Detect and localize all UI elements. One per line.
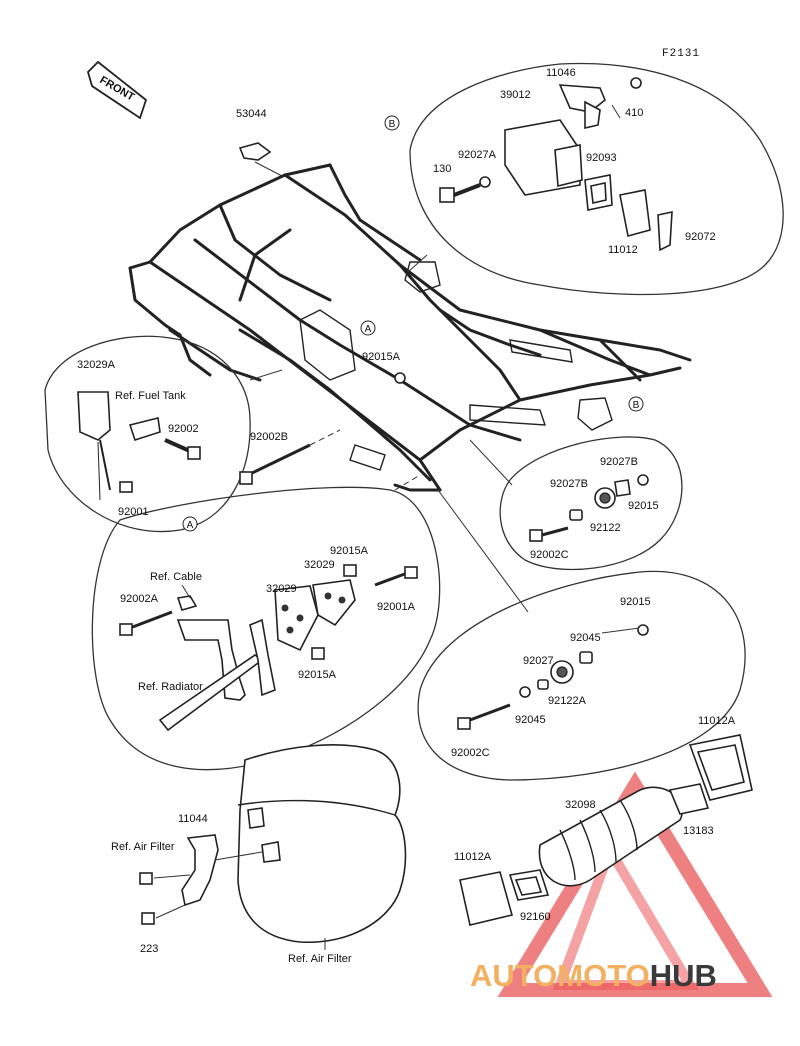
- part-92015A-frame: [394, 372, 406, 384]
- label-92122A: 92122A: [548, 695, 587, 707]
- lower-mount-callout: [417, 489, 746, 781]
- main-frame: [128, 163, 692, 492]
- label-92002C-1: 92002C: [530, 549, 569, 561]
- label-11044: 11044: [178, 813, 208, 825]
- label-92015A-2: 92015A: [330, 545, 369, 557]
- label-92015-2: 92015: [620, 596, 651, 608]
- label-32029-2: 32029: [266, 583, 297, 595]
- label-410: 410: [625, 107, 643, 119]
- label-ref-radiator: Ref. Radiator: [138, 681, 203, 693]
- intake-duct: [459, 734, 753, 926]
- label-92015A-1: 92015A: [362, 351, 401, 363]
- watermark-text: AUTOMOTOHUB: [470, 958, 800, 1008]
- label-92122: 92122: [590, 522, 621, 534]
- label-92015-1: 92015: [628, 500, 659, 512]
- group-marker-b-frame: B: [628, 396, 644, 412]
- label-ref-air-filter-2: Ref. Air Filter: [288, 953, 352, 965]
- label-39012: 39012: [500, 89, 531, 101]
- label-11012: 11012: [608, 244, 638, 256]
- label-32029-1: 32029: [304, 559, 335, 571]
- label-92027B-1: 92027B: [600, 456, 638, 468]
- part-11044: [139, 834, 263, 925]
- label-223: 223: [140, 943, 158, 955]
- part-92002B: [239, 429, 341, 485]
- label-11012A-2: 11012A: [454, 851, 492, 863]
- watermark-moto: MOTO: [557, 958, 650, 993]
- group-marker-a-frame: A: [360, 320, 376, 336]
- watermark-logo-icon: [497, 771, 773, 997]
- label-13183: 13183: [683, 825, 714, 837]
- label-ref-fuel-tank: Ref. Fuel Tank: [115, 390, 186, 402]
- label-92160: 92160: [520, 911, 551, 923]
- label-11012A-1: 11012A: [698, 715, 736, 727]
- label-92001: 92001: [118, 506, 149, 518]
- watermark-hub: HUB: [649, 958, 717, 993]
- label-11046: 11046: [546, 67, 576, 79]
- group-marker-a: A: [187, 520, 194, 531]
- label-92002A: 92002A: [120, 593, 159, 605]
- label-ref-air-filter-1: Ref. Air Filter: [111, 841, 175, 853]
- label-92001A: 92001A: [377, 601, 416, 613]
- label-92027: 92027: [523, 655, 554, 667]
- figure-id: F2131: [662, 48, 700, 60]
- label-92093: 92093: [586, 152, 617, 164]
- label-ref-cable: Ref. Cable: [150, 571, 202, 583]
- label-53044: 53044: [236, 108, 267, 120]
- part-53044: [238, 142, 283, 177]
- group-marker-b: B: [389, 119, 396, 130]
- rear-mount-callout: [469, 436, 683, 571]
- group-b-callout: B: [384, 62, 784, 296]
- label-92045-2: 92045: [515, 714, 546, 726]
- label-130: 130: [433, 163, 451, 175]
- label-92027B-2: 92027B: [550, 478, 588, 490]
- label-92027A: 92027A: [458, 149, 497, 161]
- label-92002C-2: 92002C: [451, 747, 490, 759]
- front-arrow-icon: FRONT: [86, 60, 148, 120]
- label-32098: 32098: [565, 799, 596, 811]
- label-92002: 92002: [168, 423, 199, 435]
- svg-text:B: B: [633, 400, 640, 411]
- label-92015A-3: 92015A: [298, 669, 337, 681]
- label-32029A: 32029A: [77, 359, 116, 371]
- watermark-auto: AUTO: [470, 958, 558, 993]
- label-92045-1: 92045: [570, 632, 601, 644]
- label-92002B: 92002B: [250, 431, 288, 443]
- label-92072: 92072: [685, 231, 716, 243]
- group-a-callout: A: [91, 474, 441, 771]
- part-labels: 53044 11046 39012 410 92027A 130 92093 1…: [77, 67, 736, 965]
- fuel-tank-callout: [44, 335, 283, 533]
- air-filter-housing: [237, 744, 407, 950]
- svg-text:A: A: [365, 324, 372, 335]
